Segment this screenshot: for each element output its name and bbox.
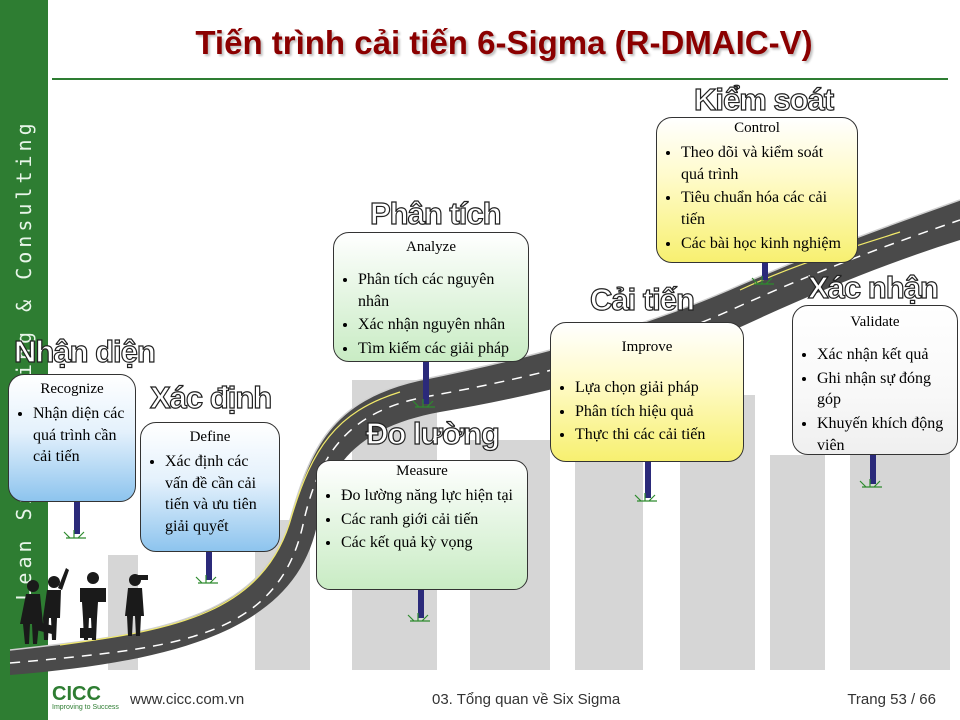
footer-section: 03. Tổng quan về Six Sigma <box>432 691 621 708</box>
footer-website[interactable]: www.cicc.com.vn <box>130 691 245 708</box>
validate-box-title: Validate <box>850 314 900 330</box>
slide-title: Tiến trình cải tiến 6-Sigma (R-DMAIC-V) <box>195 24 813 61</box>
measure-item: Các ranh giới cải tiến <box>341 509 519 531</box>
control-item: Theo dõi và kiểm soát quá trình <box>681 142 849 185</box>
control-item: Các bài học kinh nghiệm <box>681 233 849 255</box>
footer-page-number: Trang 53 / 66 <box>847 691 936 708</box>
phase-label-improve: Cải tiến <box>589 281 695 317</box>
analyze-box: Analyze Phân tích các nguyên nhân Xác nh… <box>333 232 529 362</box>
title-divider <box>52 78 948 80</box>
measure-item: Các kết quả kỳ vọng <box>341 532 519 554</box>
validate-item: Ghi nhận sự đóng góp <box>817 368 949 411</box>
analyze-item: Phân tích các nguyên nhân <box>358 269 520 312</box>
analyze-item: Tìm kiếm các giải pháp <box>358 338 520 360</box>
control-box-title: Control <box>734 120 780 136</box>
phase-label-define: Xác định <box>149 379 272 415</box>
logo-mark: CICC <box>52 683 101 705</box>
validate-item: Khuyến khích động viên <box>817 413 949 456</box>
road-center-line <box>9 219 960 664</box>
measure-box: Measure Đo lường năng lực hiện tại Các r… <box>316 460 528 590</box>
analyze-item: Xác nhận nguyên nhân <box>358 314 520 336</box>
phase-label-analyze: Phân tích <box>369 195 502 231</box>
improve-box-title: Improve <box>621 339 673 355</box>
control-item: Tiêu chuẩn hóa các cải tiến <box>681 187 849 230</box>
improve-item: Lựa chọn giải pháp <box>575 377 735 399</box>
phase-label-control: Kiểm soát <box>693 81 834 117</box>
improve-item: Thực thi các cải tiến <box>575 424 735 446</box>
define-box: Define Xác định các vấn đề cần cải tiến … <box>140 422 280 552</box>
phase-label-recognize: Nhận diện <box>13 333 156 369</box>
validate-box: Validate Xác nhận kết quả Ghi nhận sự đó… <box>792 305 958 455</box>
control-box: Control Theo dõi và kiểm soát quá trình … <box>656 117 858 263</box>
define-item: Xác định các vấn đề cần cải tiến và ưu t… <box>165 451 271 537</box>
improve-box: Improve Lựa chọn giải pháp Phân tích hiệ… <box>550 322 744 462</box>
recognize-box-title: Recognize <box>40 381 104 397</box>
measure-box-title: Measure <box>396 463 448 479</box>
recognize-box: Recognize Nhận diện các quá trình cần cả… <box>8 374 136 502</box>
recognize-item: Nhận diện các quá trình cần cải tiến <box>33 403 127 468</box>
measure-item: Đo lường năng lực hiện tại <box>341 485 519 507</box>
phase-label-validate: Xác nhận <box>807 269 939 305</box>
people-silhouettes <box>20 568 148 644</box>
phase-label-measure: Đo lường <box>365 415 500 451</box>
analyze-box-title: Analyze <box>406 239 456 255</box>
define-box-title: Define <box>189 429 231 445</box>
road <box>10 200 960 675</box>
company-logo: CICC Improving to Success <box>52 684 124 711</box>
improve-item: Phân tích hiệu quả <box>575 401 735 423</box>
validate-item: Xác nhận kết quả <box>817 344 949 366</box>
logo-slogan: Improving to Success <box>52 704 119 711</box>
